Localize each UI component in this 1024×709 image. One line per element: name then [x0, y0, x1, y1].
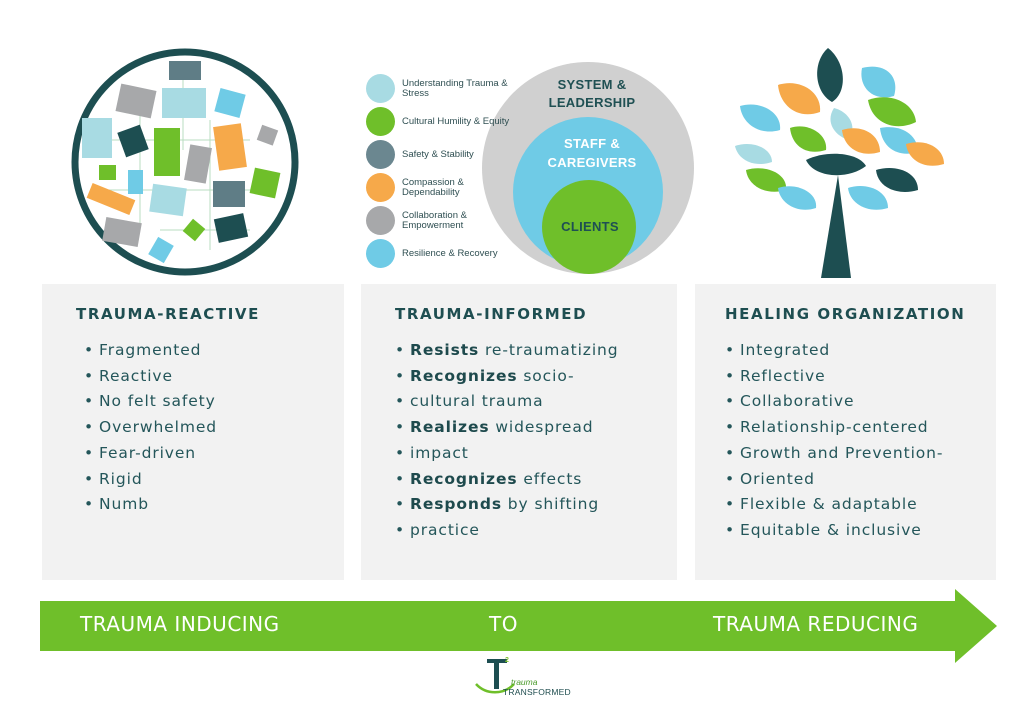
legend-dot [366, 239, 395, 268]
panel-title: TRAUMA-REACTIVE [76, 305, 260, 323]
panel-title: TRAUMA-INFORMED [395, 305, 588, 323]
list-item: Realizes widespread [395, 415, 619, 441]
healing-organization-panel: HEALING ORGANIZATION Integrated Reflecti… [695, 284, 996, 580]
item-text: by shifting [501, 495, 600, 514]
list-item: Responds by shifting [395, 492, 619, 518]
list-item: Reactive [84, 364, 217, 390]
arrow-label-right: TRAUMA REDUCING [713, 612, 919, 636]
item-text: effects [517, 469, 583, 488]
list-item: Collaborative [725, 389, 943, 415]
item-text: re-traumatizing [479, 341, 619, 359]
clients-label: CLIENTS [561, 219, 619, 234]
legend-label: Collaboration & Empowerment [402, 209, 467, 231]
list-item: Recognizes effects [395, 467, 619, 493]
legend-label: Cultural Humility & Equity [402, 115, 510, 127]
panel-title: HEALING ORGANIZATION [725, 305, 966, 323]
list-item: cultural trauma [395, 389, 619, 415]
legend-label: Safety & Stability [402, 148, 474, 160]
legend-dot [366, 107, 395, 136]
item-text: impact [410, 443, 469, 462]
legend-label: Understanding Trauma & Stress [402, 77, 508, 99]
fragmented-circle-graphic [71, 48, 299, 276]
arrow-label-middle: TO [489, 612, 518, 636]
list-item: Resists re-traumatizing [395, 338, 619, 364]
arrow-label-left: TRAUMA INDUCING [80, 612, 280, 636]
list-item: Rigid [84, 467, 217, 493]
trauma-informed-panel: TRAUMA-INFORMED Resists re-traumatizing … [361, 284, 677, 580]
item-text: practice [410, 520, 480, 539]
legend-dot [366, 74, 395, 103]
bullet-list: Resists re-traumatizing Recognizes socio… [395, 338, 619, 544]
logo-text-line1: trauma [511, 677, 538, 687]
item-text: socio- [517, 366, 575, 385]
legend-label: Compassion & Dependability [402, 176, 464, 198]
list-item: practice [395, 518, 619, 544]
list-item: Fear-driven [84, 441, 217, 467]
logo-superscript: 2 [505, 657, 509, 664]
list-item: impact [395, 441, 619, 467]
legend-item: Cultural Humility & Equity [366, 105, 526, 138]
trauma-arrow [40, 589, 997, 663]
trauma-transformed-logo-mark [475, 659, 515, 694]
bold-term: Realizes [410, 418, 490, 437]
tree-graphic [735, 48, 944, 278]
bullet-list: Integrated Reflective Collaborative Rela… [725, 338, 943, 544]
staff-caregivers-label: STAFF & CAREGIVERS [547, 136, 637, 170]
list-item: Overwhelmed [84, 415, 217, 441]
list-item: Relationship-centered [725, 415, 943, 441]
nested-circles-graphic [482, 62, 694, 274]
list-item: Numb [84, 492, 217, 518]
list-item: Oriented [725, 467, 943, 493]
bold-term: Resists [410, 341, 480, 359]
list-item: Reflective [725, 364, 943, 390]
legend-dot [366, 173, 395, 202]
legend-dot [366, 140, 395, 169]
list-item: Recognizes socio- [395, 364, 619, 390]
list-item: Equitable & inclusive [725, 518, 943, 544]
legend-item: Safety & Stability [366, 138, 526, 171]
list-item: No felt safety [84, 389, 217, 415]
bold-term: Responds [410, 495, 502, 514]
bold-term: Recognizes [410, 366, 518, 385]
legend-item: Compassion & Dependability [366, 171, 526, 204]
trauma-reactive-panel: TRAUMA-REACTIVE Fragmented Reactive No f… [42, 284, 344, 580]
legend: Understanding Trauma & Stress Cultural H… [366, 72, 526, 270]
logo-text-line2: TRANSFORMED [503, 687, 571, 697]
system-leadership-label: SYSTEM & LEADERSHIP [548, 77, 636, 110]
bold-term: Recognizes [410, 469, 518, 488]
list-item: Fragmented [84, 338, 217, 364]
list-item: Growth and Prevention- [725, 441, 943, 467]
legend-item: Understanding Trauma & Stress [366, 72, 526, 105]
legend-item: Collaboration & Empowerment [366, 204, 526, 237]
legend-dot [366, 206, 395, 235]
item-text: cultural trauma [410, 392, 544, 411]
item-text: widespread [489, 418, 594, 437]
legend-item: Resilience & Recovery [366, 237, 526, 270]
bullet-list: Fragmented Reactive No felt safety Overw… [84, 338, 217, 518]
list-item: Integrated [725, 338, 943, 364]
list-item: Flexible & adaptable [725, 492, 943, 518]
legend-label: Resilience & Recovery [402, 247, 498, 259]
